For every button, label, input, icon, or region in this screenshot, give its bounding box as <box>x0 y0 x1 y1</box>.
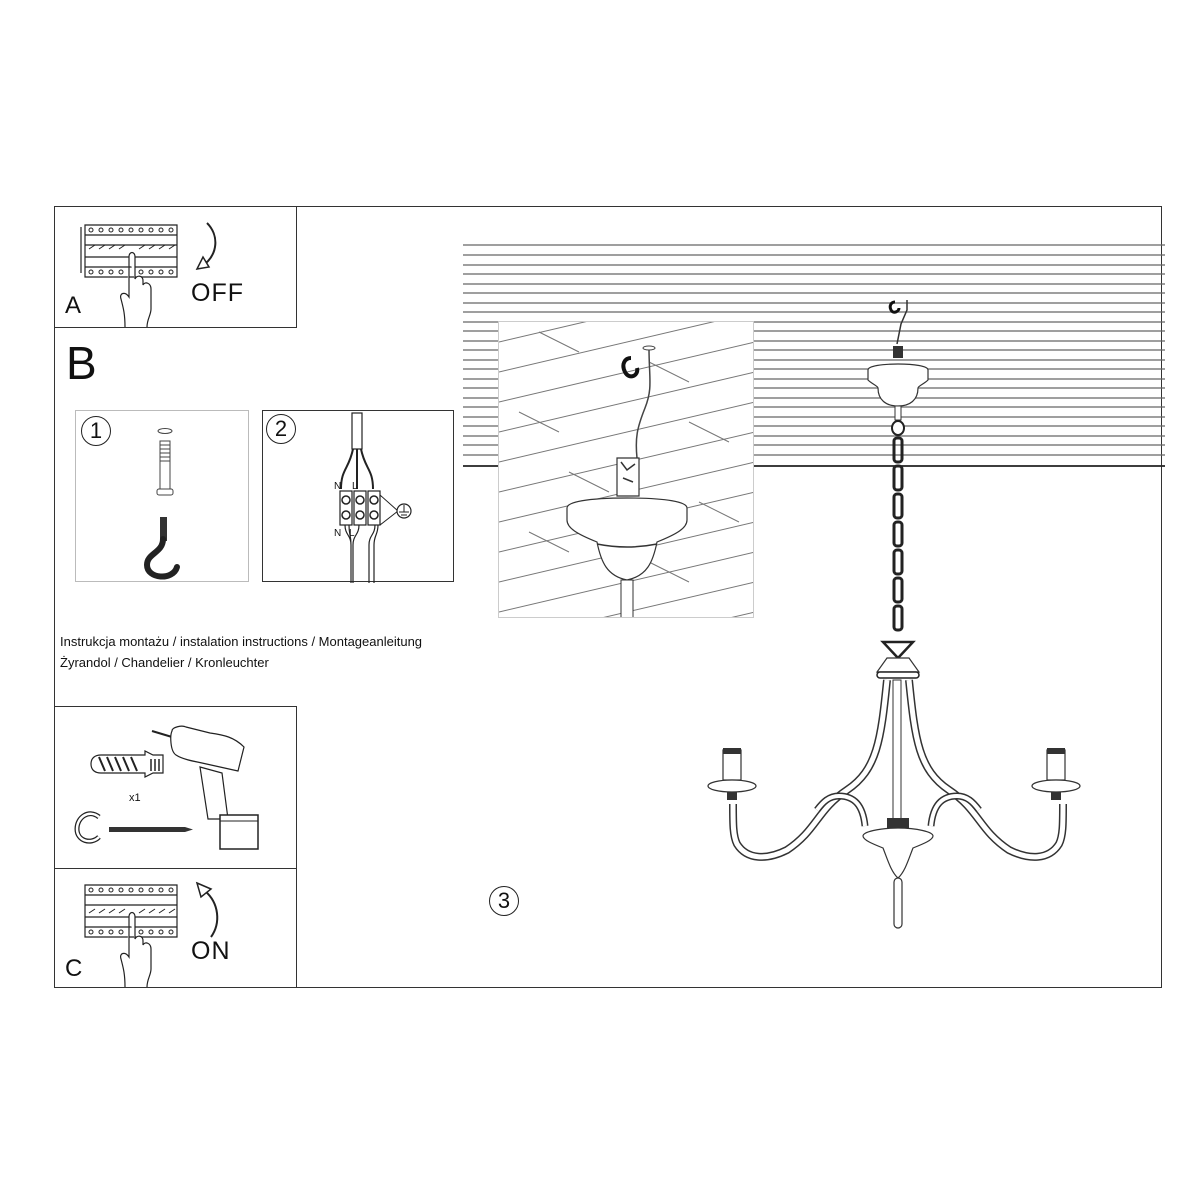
step-b-letter: B <box>66 337 97 389</box>
hand-icon <box>120 251 152 328</box>
step-b2-number: 2 <box>266 414 296 444</box>
caption-line-2: Żyrandol / Chandelier / Kronleuchter <box>60 655 269 670</box>
step-a-panel: OFF A <box>54 206 297 328</box>
tools-panel: x1 <box>54 706 297 870</box>
label-top-l: L <box>352 481 358 492</box>
instructions-frame <box>54 206 1162 988</box>
wall-plug-icon <box>156 428 174 496</box>
quantity-label: x1 <box>129 792 141 804</box>
label-bottom-n: N <box>334 528 342 539</box>
hook-screw-icon <box>74 811 193 844</box>
step-b1-number: 1 <box>81 416 111 446</box>
label-bottom-l: L <box>349 528 355 539</box>
step-a-letter: A <box>65 292 82 319</box>
step-b2-panel: 2 N L N L <box>262 410 454 583</box>
step-c-on-label: ON <box>191 937 231 965</box>
chandelier-illustration <box>707 300 1081 929</box>
ceiling-canopy <box>566 497 688 581</box>
arrow-up-icon <box>195 881 219 938</box>
ceiling-canopy <box>867 363 929 407</box>
step-c-letter: C <box>65 955 83 982</box>
step-c-panel: ON C <box>54 868 297 988</box>
ceiling-detail-inset <box>498 321 754 618</box>
drill-icon <box>151 725 259 850</box>
wiring-terminal-icon <box>339 412 412 583</box>
step-b1-panel: 1 <box>75 410 249 582</box>
arrow-down-icon <box>195 222 217 270</box>
circuit-breaker-icon <box>80 224 178 328</box>
hook-icon <box>621 356 640 379</box>
ceiling-boards <box>499 322 753 617</box>
label-top-n: N <box>334 481 342 492</box>
hook-screw-icon <box>143 517 180 580</box>
hook-icon <box>888 300 901 314</box>
hand-icon <box>120 911 152 988</box>
step-a-off-label: OFF <box>191 279 244 307</box>
step-3-number: 3 <box>489 886 519 916</box>
circuit-breaker-icon <box>84 884 178 988</box>
wall-plug-icon <box>90 750 164 778</box>
caption-line-1: Instrukcja montażu / instalation instruc… <box>60 634 423 649</box>
